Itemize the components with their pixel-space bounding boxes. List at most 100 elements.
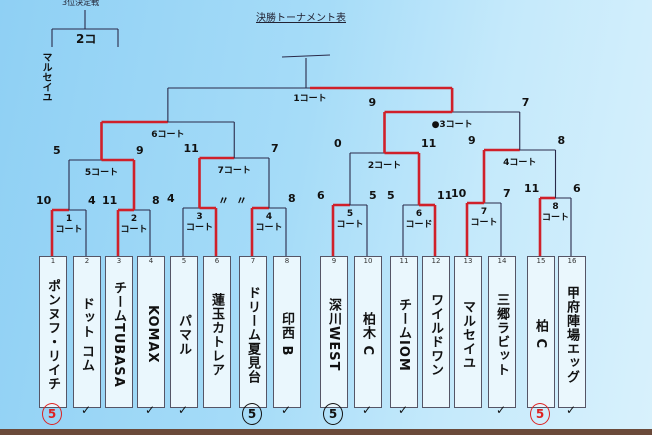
- team-box: 2 ドット コム: [73, 256, 101, 408]
- floor-edge: [0, 429, 652, 435]
- team-number: 1: [50, 257, 56, 265]
- match-6-court-label: コード: [405, 220, 433, 230]
- semifinal-1-court: 6コート: [151, 130, 185, 140]
- quarterfinal-2-court: 7コート: [217, 166, 251, 176]
- match-7-court-label: コート: [470, 218, 498, 228]
- match-1-court-label: コート: [55, 225, 83, 235]
- match-6-score-right: 11: [437, 189, 453, 202]
- match-5-court-label: コート: [336, 220, 364, 230]
- team-name: 甲府陣場エッグ: [564, 285, 579, 384]
- match-4-score-left: 〃: [236, 194, 247, 207]
- team-number: 5: [181, 257, 187, 265]
- match-1-score-left: 10: [36, 194, 52, 207]
- team-name: ドリーム夏見台: [245, 285, 260, 384]
- team-name: 柏木 C: [360, 312, 375, 357]
- match-3-score-right: 〃: [218, 194, 229, 207]
- team-name: ポンヌフ・リイチ: [45, 278, 60, 391]
- team-name: 蓮玉カトレア: [209, 292, 224, 377]
- quarterfinal-4-score-left: 9: [468, 134, 476, 147]
- team-name: パマル: [176, 313, 191, 356]
- team-name: 印西 B: [279, 312, 294, 357]
- circled-result-mark: 5: [242, 403, 262, 425]
- team-number: 9: [331, 257, 337, 265]
- check-mark-icon: ✓: [280, 403, 292, 417]
- quarterfinal-3-score-left: 0: [334, 137, 342, 150]
- team-number: 3: [116, 257, 122, 265]
- team-name: チームTUBASA: [111, 281, 126, 388]
- semifinal-2-score-left: 9: [368, 96, 377, 109]
- match-2-score-left: 11: [102, 194, 118, 207]
- match-2-score-right: 8: [152, 194, 160, 207]
- quarterfinal-4-court: 4コート: [503, 158, 537, 168]
- match-5-score-left: 6: [317, 189, 325, 202]
- match-3-score-left: 4: [167, 192, 175, 205]
- match-4-score-right: 8: [288, 192, 296, 205]
- third-place-winner: マルセイユ: [40, 52, 51, 102]
- page-title: 決勝トーナメント表: [256, 13, 346, 24]
- match-8-score-right: 6: [573, 182, 581, 195]
- third-place-court: 2コ: [76, 32, 97, 46]
- match-1-court-number: 1: [65, 214, 73, 224]
- quarterfinal-4-score-right: 8: [557, 134, 566, 147]
- check-mark-icon: ✓: [361, 403, 373, 417]
- quarterfinal-3-court: 2コート: [367, 161, 402, 171]
- match-1-score-right: 4: [88, 194, 96, 207]
- circled-result-mark: 5: [530, 403, 550, 425]
- team-number: 14: [497, 257, 507, 265]
- quarterfinal-1-score-left: 5: [53, 144, 61, 157]
- team-name: 三郷ラビット: [494, 292, 509, 377]
- final-court: 1コート: [293, 94, 327, 104]
- team-number: 4: [148, 257, 154, 265]
- team-number: 8: [284, 257, 290, 265]
- check-mark-icon: ✓: [177, 403, 189, 417]
- match-2-court-label: コート: [120, 225, 148, 235]
- circled-result-mark: 5: [323, 403, 343, 425]
- match-3-court-number: 3: [196, 212, 203, 222]
- match-5-score-right: 5: [369, 189, 377, 202]
- team-name: チームIOM: [396, 297, 411, 372]
- match-3-court-label: コート: [185, 223, 213, 233]
- team-name: ドット コム: [79, 296, 94, 373]
- quarterfinal-2-score-left: 11: [183, 142, 199, 155]
- team-box: 1 ポンヌフ・リイチ: [39, 256, 67, 408]
- team-box: 7 ドリーム夏見台: [239, 256, 267, 408]
- match-6-court-number: 6: [415, 209, 423, 219]
- team-number: 11: [399, 257, 409, 265]
- team-name: ワイルドワン: [428, 292, 443, 377]
- team-box: 11 チームIOM: [390, 256, 418, 408]
- match-8-court-number: 8: [552, 202, 559, 212]
- team-name: マルセイユ: [460, 299, 475, 370]
- team-box: 14 三郷ラビット: [488, 256, 516, 408]
- match-5-court-number: 5: [346, 209, 354, 219]
- team-box: 8 印西 B: [273, 256, 301, 408]
- team-number: 15: [536, 257, 546, 265]
- check-mark-icon: ✓: [80, 403, 92, 417]
- match-7-score-left: 10: [451, 187, 467, 200]
- team-box: 3 チームTUBASA: [105, 256, 133, 408]
- team-number: 2: [84, 257, 90, 265]
- team-number: 7: [250, 257, 256, 265]
- semifinal-2-court: ●3コート: [431, 120, 473, 130]
- team-box: 10 柏木 C: [354, 256, 382, 408]
- match-7-score-right: 7: [503, 187, 511, 200]
- check-mark-icon: ✓: [144, 403, 156, 417]
- match-8-score-left: 11: [524, 182, 540, 195]
- match-2-court-number: 2: [130, 214, 138, 224]
- match-6-score-left: 5: [387, 189, 395, 202]
- quarterfinal-1-score-right: 9: [136, 144, 144, 157]
- team-box: 5 パマル: [170, 256, 198, 408]
- team-number: 10: [363, 257, 373, 265]
- check-mark-icon: ✓: [565, 403, 577, 417]
- third-place-label: 3位決定戦: [62, 0, 100, 7]
- match-4-court-number: 4: [265, 212, 273, 222]
- check-mark-icon: ✓: [397, 403, 409, 417]
- team-name: 柏 C: [533, 319, 548, 350]
- circled-result-mark: 5: [42, 403, 62, 425]
